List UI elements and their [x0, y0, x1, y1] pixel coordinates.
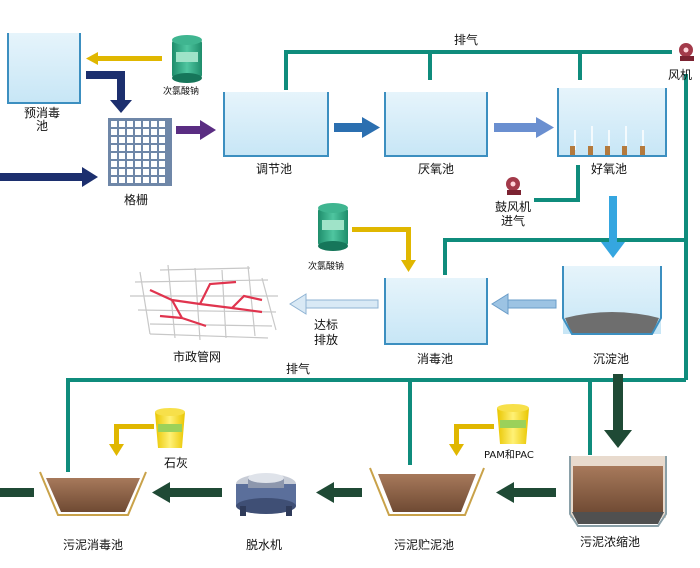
exhaust-pipes — [66, 50, 688, 475]
sludge-thickening-tank-shape — [569, 456, 667, 527]
pam-pac-bucket-icon — [497, 404, 529, 444]
grille-label: 格栅 — [124, 193, 149, 207]
hypochlorite-bottle-top-icon — [172, 35, 202, 83]
anaerobic-tank-label: 厌氧池 — [418, 162, 455, 176]
pre-disinfection-tank-shape — [7, 33, 81, 104]
anaerobic-tank-shape — [384, 92, 488, 157]
aerobic-tank-shape — [557, 88, 667, 157]
fan-icon — [679, 43, 694, 61]
storage-to-dewatering-arrow — [316, 482, 362, 503]
aerobic-tank-label: 好氧池 — [591, 162, 628, 176]
aerobic-to-sedimentation-arrow — [601, 196, 625, 258]
sludge-storage-tank-shape — [369, 467, 485, 516]
dewatering-machine-label: 脱水机 — [246, 538, 283, 552]
grille-to-regulating-arrow — [176, 120, 216, 140]
sludge-disinfection-tank-shape — [39, 471, 147, 516]
disinfection-to-discharge-arrow — [289, 293, 379, 315]
disinfection-tank-shape — [384, 278, 488, 345]
lime-label: 石灰 — [164, 456, 189, 470]
sedimentation-tank-shape — [562, 266, 662, 335]
sludge-disinfection-tank-label: 污泥消毒池 — [63, 538, 124, 552]
blower-icon — [506, 177, 521, 195]
disinfection-tank-label: 消毒池 — [417, 352, 454, 366]
sludge-thickening-tank-label: 污泥浓缩池 — [580, 535, 641, 549]
sedimentation-to-disinfection-arrow — [491, 293, 557, 315]
blower-intake-label: 鼓风机进气 — [494, 200, 531, 228]
pre-disinfection-to-grille-arrow — [86, 71, 132, 113]
hypochlorite-top-label: 次氯酸钠 — [163, 87, 200, 97]
inflow-arrow — [0, 167, 98, 187]
municipal-network-label: 市政管网 — [173, 350, 222, 364]
thickening-to-storage-arrow — [496, 482, 556, 503]
hypochlorite-bottle-mid-icon — [318, 203, 348, 251]
lime-bucket-icon — [155, 408, 185, 448]
hypochlorite-to-disinfection-arrow — [352, 227, 416, 272]
grille-shape — [108, 118, 172, 186]
regulating-tank-label: 调节池 — [256, 162, 293, 176]
dewatering-to-sludge-disinfection-arrow — [152, 482, 222, 503]
pam-pac-label: PAM和PAC — [484, 450, 534, 461]
sedimentation-tank-label: 沉淀池 — [593, 352, 630, 366]
exhaust-top-label: 排气 — [454, 33, 479, 47]
hypochlorite-to-pre-disinfection-arrow — [86, 52, 162, 65]
fan-label: 风机 — [668, 68, 693, 82]
exhaust-bottom-label: 排气 — [286, 362, 311, 376]
pre-disinfection-tank-label: 预消毒池 — [23, 106, 60, 133]
sedimentation-to-thickening-arrow — [604, 374, 632, 448]
dewatering-machine-icon — [236, 473, 296, 516]
sludge-outflow-arrow — [0, 488, 34, 497]
hypochlorite-mid-label: 次氯酸钠 — [308, 262, 345, 272]
anaerobic-to-aerobic-arrow — [494, 117, 554, 138]
lime-to-sludge-disinfection-arrow — [109, 424, 154, 456]
sludge-storage-tank-label: 污泥贮泥池 — [394, 538, 455, 552]
municipal-network-map — [130, 264, 278, 341]
pam-pac-to-storage-arrow — [449, 424, 494, 456]
discharge-standard-label: 达标排放 — [313, 318, 338, 347]
regulating-tank-shape — [223, 92, 329, 157]
regulating-to-anaerobic-arrow — [334, 117, 380, 138]
